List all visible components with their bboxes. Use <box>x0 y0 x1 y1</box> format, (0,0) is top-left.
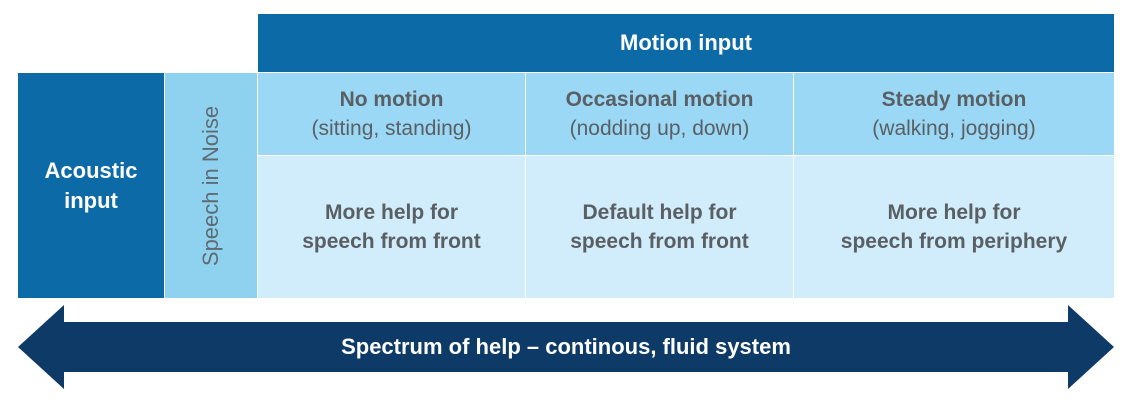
spectrum-of-help-label: Spectrum of help – continous, fluid syst… <box>18 305 1114 389</box>
column-title: Occasional motion <box>565 88 754 111</box>
cell-line2: speech from front <box>302 230 481 253</box>
double-arrow-icon <box>18 305 1114 389</box>
column-header-no-motion: No motion (sitting, standing) <box>258 73 525 155</box>
cell-no-motion: More help for speech from front <box>258 156 525 298</box>
motion-input-title: Motion input <box>620 30 752 55</box>
acoustic-line2: input <box>64 187 118 213</box>
column-header-steady-motion: Steady motion (walking, jogging) <box>794 73 1114 155</box>
cell-occasional-motion: Default help for speech from front <box>526 156 793 298</box>
column-title: No motion <box>339 88 444 111</box>
column-subtitle: (nodding up, down) <box>569 117 750 140</box>
column-subtitle: (sitting, standing) <box>311 117 472 140</box>
speech-in-noise-text: Speech in Noise <box>198 105 223 266</box>
motion-input-header: Motion input <box>258 14 1114 72</box>
acoustic-input-label: Acoustic input <box>18 73 164 298</box>
speech-in-noise-label: Speech in Noise <box>165 73 257 298</box>
cell-line1: More help for <box>324 201 458 224</box>
cell-line2: speech from periphery <box>840 230 1068 253</box>
spectrum-of-help-text: Spectrum of help – continous, fluid syst… <box>341 334 791 359</box>
cell-steady-motion: More help for speech from periphery <box>794 156 1114 298</box>
cell-line2: speech from front <box>570 230 749 253</box>
column-subtitle: (walking, jogging) <box>872 117 1036 140</box>
column-header-occasional-motion: Occasional motion (nodding up, down) <box>526 73 793 155</box>
cell-line1: More help for <box>887 201 1021 224</box>
acoustic-line1: Acoustic <box>44 157 138 183</box>
cell-line1: Default help for <box>582 201 737 224</box>
column-title: Steady motion <box>881 88 1027 111</box>
